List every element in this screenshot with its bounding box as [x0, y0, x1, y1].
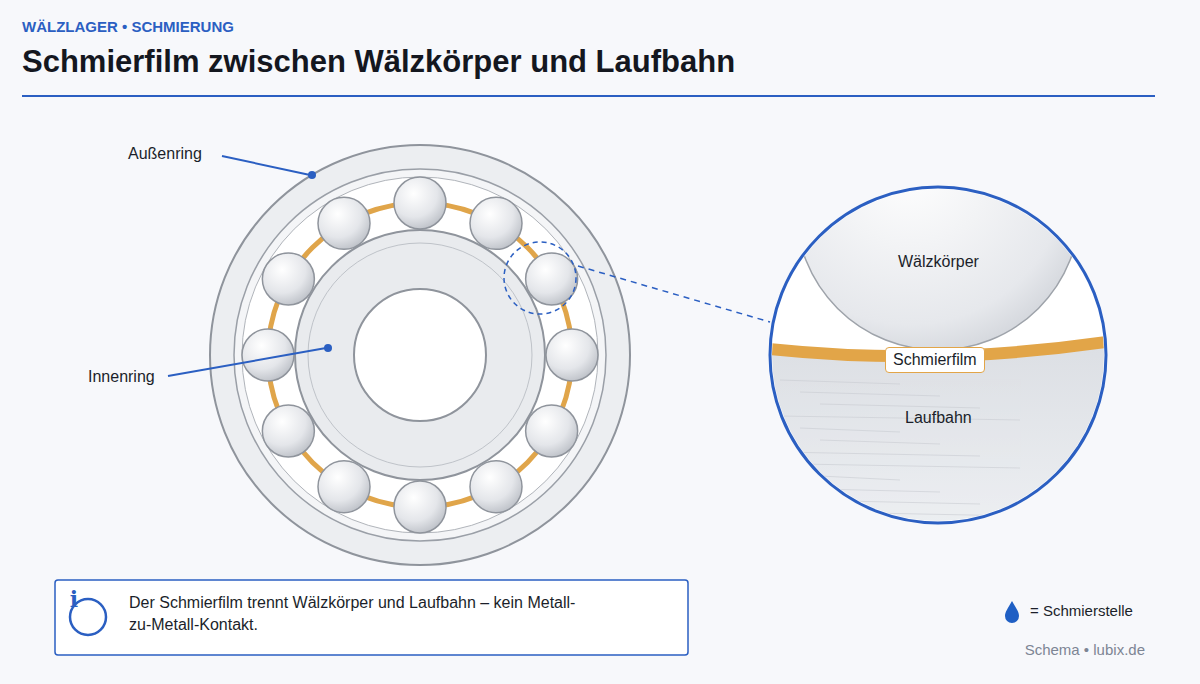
info-box: Der Schmierfilm trennt Wälzkörper und La…: [55, 580, 688, 655]
leader-line: [222, 156, 310, 175]
inner-ring: [295, 230, 545, 480]
raceway-label: Laufbahn: [905, 407, 972, 429]
node-text: Der Schmierfilm trennt Wälzkörper und La…: [129, 592, 579, 637]
node-text: Schmierfilm: [893, 349, 977, 371]
part-label: Außenring: [128, 145, 202, 163]
film-label: Schmierfilm: [885, 347, 985, 373]
ball: [394, 177, 446, 229]
detail-marker: [504, 242, 576, 314]
cage: [268, 203, 572, 507]
section-label: WÄLZLAGER • SCHMIERUNG: [22, 18, 234, 35]
node-text: Laufbahn: [905, 407, 972, 429]
node-text: Wälzkörper: [898, 251, 979, 273]
outer-ring: [210, 145, 630, 565]
ball: [470, 197, 522, 249]
bore: [354, 289, 486, 421]
zoom-frame: [770, 187, 1106, 523]
rolling-elements: [242, 177, 598, 533]
ball: [262, 405, 314, 457]
node-text: i: [70, 584, 78, 615]
raceway: [760, 344, 1120, 540]
rule-line: [22, 95, 1155, 97]
source-note: Schema • lubix.de: [1025, 641, 1145, 658]
element-label: Wälzkörper: [898, 251, 979, 273]
ball: [526, 405, 578, 457]
ball: [262, 253, 314, 305]
ball: [470, 461, 522, 513]
title: Schmierfilm zwischen Wälzkörper und Lauf…: [22, 44, 735, 80]
ball: [546, 329, 598, 381]
ball: [394, 481, 446, 533]
leader-line: [168, 348, 326, 376]
detail-line: [578, 266, 770, 322]
ball: [318, 461, 370, 513]
rolling-element-detail: [796, 66, 1080, 350]
part-label: Innenring: [88, 368, 155, 386]
drop-icon: [1005, 601, 1019, 623]
legend-text: = Schmierstelle: [1030, 602, 1133, 619]
info-frame: [55, 580, 688, 655]
ball: [318, 197, 370, 249]
info-icon-letter: i: [56, 581, 92, 617]
